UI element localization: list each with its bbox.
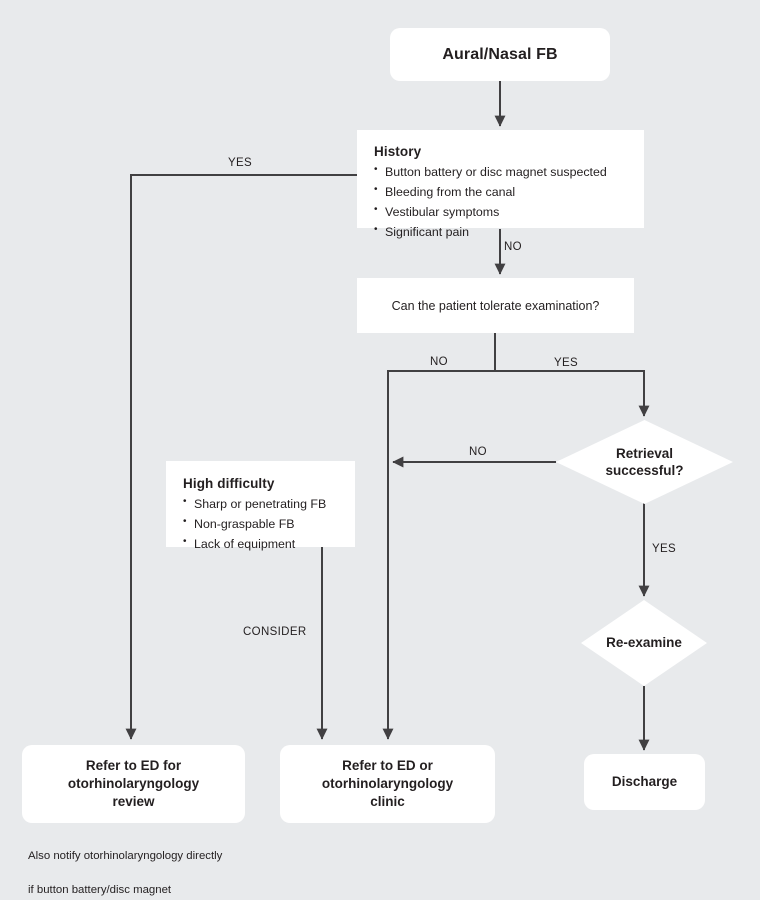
edge-label-tolerate-yes: YES	[554, 357, 579, 369]
node-discharge-label: Discharge	[611, 774, 678, 790]
refer-review-line3: review	[112, 793, 155, 809]
node-high-difficulty-header: High difficulty	[183, 476, 275, 491]
node-reexamine-label: Re-examine	[606, 635, 682, 651]
diamond-shape	[556, 420, 733, 504]
footnote-line1: Also notify otorhinolaryngology directly	[28, 850, 223, 863]
retrieval-label-line2: successful?	[605, 463, 684, 478]
node-discharge: Discharge	[584, 754, 705, 810]
list-item: Sharp or penetrating FB	[183, 493, 339, 514]
node-tolerate-examination-label: Can the patient tolerate examination?	[391, 298, 600, 313]
list-item: Vestibular symptoms	[374, 202, 628, 222]
edge-label-history-yes: YES	[228, 157, 253, 169]
list-item: Button battery or disc magnet suspected	[374, 161, 628, 182]
footnote-line2: if button battery/disc magnet	[28, 884, 172, 897]
node-refer-clinic-label: Refer to ED or otorhinolaryngology clini…	[322, 757, 453, 810]
edge-label-history-no: NO	[504, 241, 522, 253]
edge-label-tolerate-no: NO	[430, 356, 448, 368]
refer-clinic-line2: otorhinolaryngology	[321, 776, 454, 792]
node-high-difficulty: High difficulty Sharp or penetrating FB …	[166, 461, 355, 551]
list-item: Non-graspable FB	[183, 514, 339, 534]
footnote: Also notify otorhinolaryngology directly…	[28, 831, 358, 899]
list-item: Bleeding from the canal	[374, 182, 628, 202]
edge-label-retrieval-yes: YES	[652, 543, 677, 555]
edge-label-consider: CONSIDER	[243, 626, 307, 638]
node-retrieval-successful-label: Retrieval successful?	[556, 420, 733, 504]
node-start: Aural/Nasal FB	[390, 28, 610, 81]
node-retrieval-successful: Retrieval successful?	[556, 420, 733, 504]
node-reexamine: Re-examine	[581, 600, 707, 686]
node-refer-review-label: Refer to ED for otorhinolaryngology revi…	[68, 757, 199, 810]
node-history-header: History	[374, 144, 422, 159]
node-start-label: Aural/Nasal FB	[442, 45, 558, 63]
retrieval-label-line1: Retrieval	[615, 445, 674, 461]
node-refer-ed-otorhinolaryngology-clinic: Refer to ED or otorhinolaryngology clini…	[280, 745, 495, 823]
refer-clinic-line1: Refer to ED or	[342, 758, 433, 774]
list-item: Significant pain	[374, 222, 628, 242]
edge-history-yes	[125, 174, 357, 740]
refer-review-line1: Refer to ED for	[85, 758, 182, 774]
edge-label-retrieval-no: NO	[469, 446, 487, 458]
refer-review-line2: otorhinolaryngology	[67, 776, 200, 792]
diamond-shape	[581, 600, 707, 686]
edge-tolerate-yes	[495, 370, 650, 417]
node-refer-ed-otorhinolaryngology-review: Refer to ED for otorhinolaryngology revi…	[22, 745, 245, 823]
node-history: History Button battery or disc magnet su…	[357, 130, 644, 239]
node-history-list: Button battery or disc magnet suspected …	[374, 161, 628, 242]
list-item: Lack of equipment	[183, 534, 339, 554]
node-high-difficulty-list: Sharp or penetrating FB Non-graspable FB…	[183, 493, 339, 554]
refer-clinic-line3: clinic	[370, 793, 405, 809]
node-tolerate-examination: Can the patient tolerate examination?	[357, 278, 634, 333]
edge-tolerate-no	[382, 370, 495, 740]
